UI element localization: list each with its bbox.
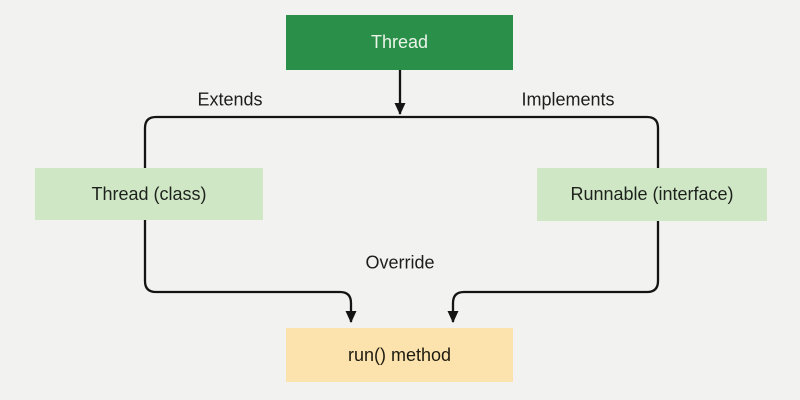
node-thread: Thread (286, 15, 513, 70)
node-thread-class: Thread (class) (35, 168, 263, 220)
connector-runnable-to-run (447, 221, 660, 323)
edge-label-override: Override (365, 252, 435, 273)
node-run-method: run() method (286, 328, 513, 382)
node-runnable-interface: Runnable (interface) (537, 168, 767, 221)
connector-junction-branches (143, 115, 660, 168)
connector-threadclass-to-run (143, 220, 357, 323)
edge-label-implements: Implements (521, 89, 615, 110)
edge-label-extends: Extends (197, 89, 263, 110)
